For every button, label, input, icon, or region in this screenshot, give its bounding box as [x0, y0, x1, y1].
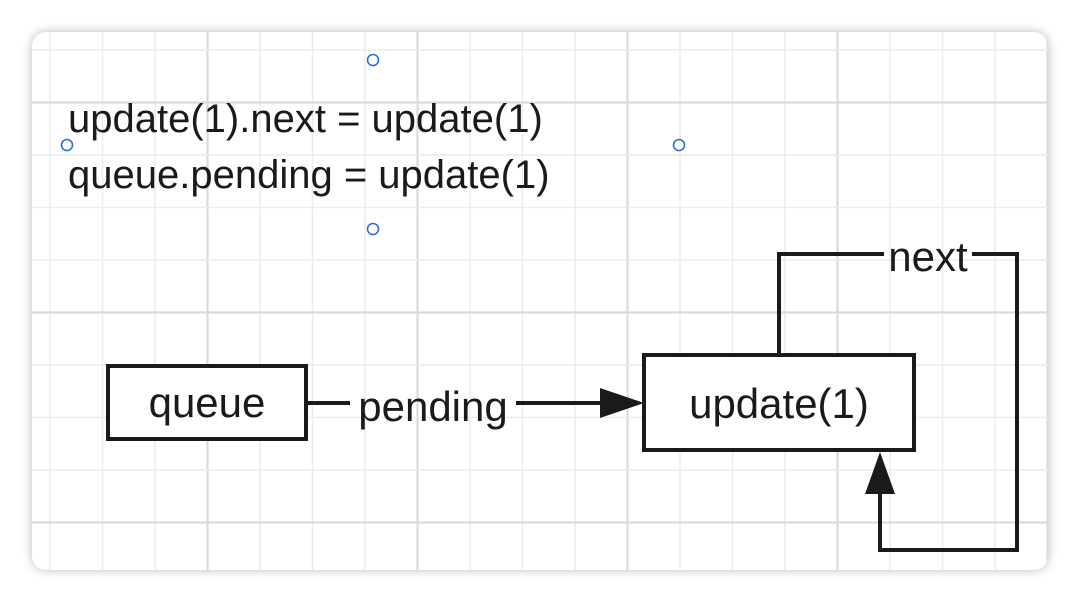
diagram-canvas: update(1).next = update(1) queue.pending…: [32, 32, 1048, 570]
node-queue-box: [106, 364, 308, 441]
edge-pending[interactable]: pending: [306, 383, 644, 430]
node-update-label: update(1): [689, 380, 869, 427]
node-queue[interactable]: queue: [106, 364, 308, 441]
edge-pending-arrowhead: [600, 388, 644, 418]
diagram-svg: update(1).next = update(1) queue.pending…: [32, 32, 1048, 570]
resize-handle-top[interactable]: [366, 53, 380, 67]
node-update[interactable]: update(1): [642, 353, 916, 452]
edge-next[interactable]: next: [777, 233, 1019, 552]
edge-next-line-start: [777, 252, 884, 353]
resize-handle-left[interactable]: [60, 138, 74, 152]
edge-next-line-end: [878, 252, 1019, 552]
edge-next-label: next: [888, 233, 968, 280]
node-update-box: [642, 353, 916, 452]
node-queue-label: queue: [149, 379, 266, 426]
code-line-2: queue.pending = update(1): [68, 153, 550, 197]
edge-next-arrowhead: [865, 452, 895, 494]
code-text-block[interactable]: update(1).next = update(1) queue.pending…: [60, 53, 686, 236]
code-line-1: update(1).next = update(1): [68, 97, 543, 141]
resize-handle-right[interactable]: [672, 138, 686, 152]
edge-pending-label: pending: [358, 383, 507, 430]
resize-handle-bottom[interactable]: [366, 222, 380, 236]
